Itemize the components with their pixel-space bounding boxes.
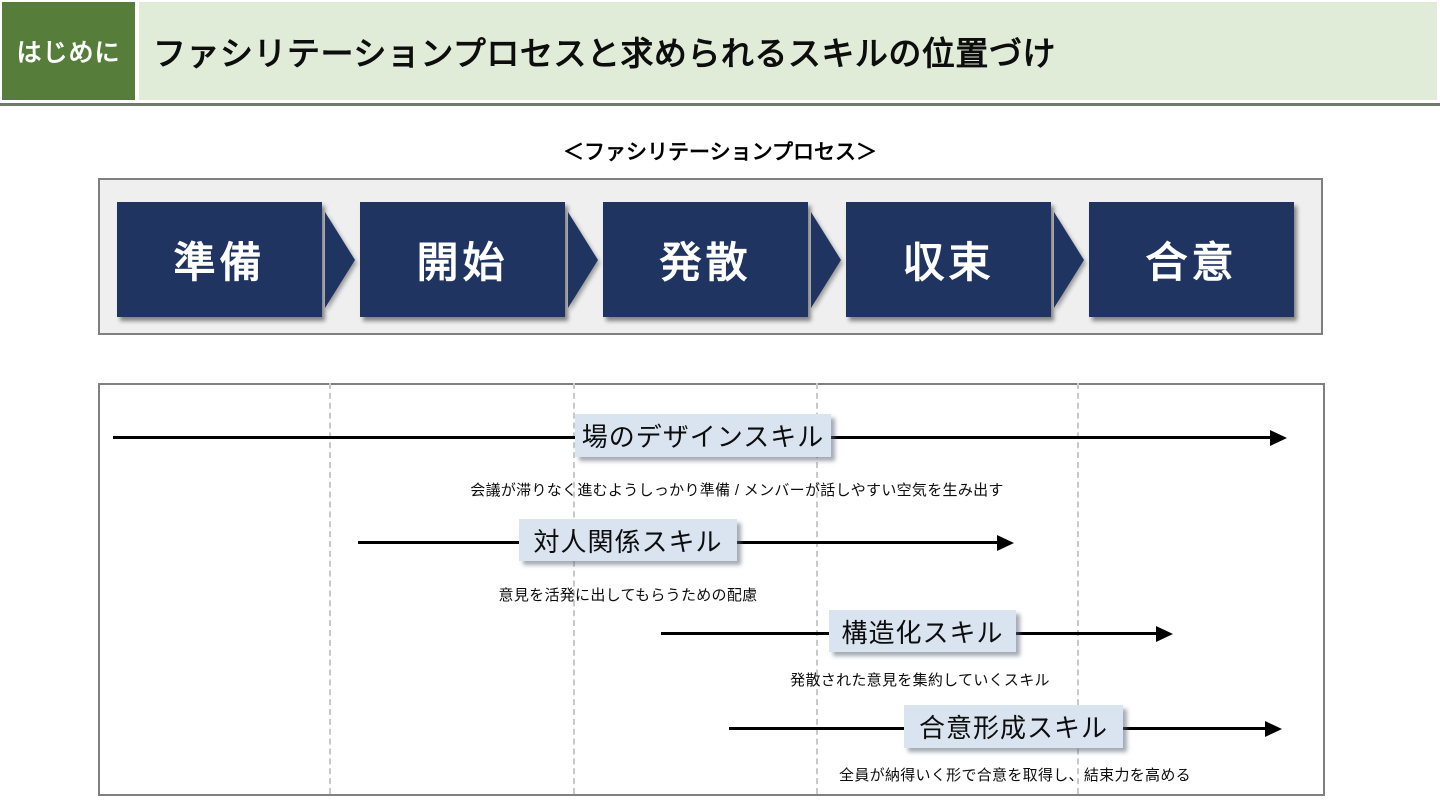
stage-divider-line [1077,383,1079,794]
process-step-hassan: 発散 [603,202,808,317]
skill-label-taijin-kankei: 対人関係スキル [519,519,737,561]
chevron-right-icon [811,212,841,308]
process-step-label: 開始 [416,239,509,286]
arrow-right-icon [1270,430,1287,446]
arrow-right-icon [1265,721,1282,737]
arrow-right-icon [1156,626,1173,642]
skill-description: 発散された意見を集約していくスキル [790,672,1050,689]
process-step-label: 発散 [659,239,752,286]
chevron-right-icon [568,212,598,308]
skill-label-kozoka: 構造化スキル [829,610,1016,652]
section-tab: はじめに [2,2,135,100]
process-step-label: 合意 [1145,239,1238,286]
skill-label-ba-design: 場のデザインスキル [575,414,831,457]
skill-label-goi-keisei: 合意形成スキル [904,705,1123,748]
skill-description: 会議が滞りなく進むようしっかり準備 / メンバーが話しやすい空気を生み出す [470,482,1004,499]
stage-divider-line [329,383,331,794]
arrow-right-icon [997,535,1014,551]
process-step-shusoku: 収束 [846,202,1051,317]
skill-label-text: 合意形成スキル [918,713,1108,743]
process-step-label: 準備 [173,239,266,286]
stage-divider-line [816,383,818,794]
process-step-junbi: 準備 [117,202,322,317]
process-step-goi: 合意 [1089,202,1294,317]
skill-description: 意見を活発に出してもらうための配慮 [498,587,758,604]
process-step-label: 収束 [902,239,995,286]
process-step-kaishi: 開始 [360,202,565,317]
slide-header: はじめに ファシリテーションプロセスと求められるスキルの位置づけ [0,0,1440,106]
stage-divider-line [573,383,575,794]
section-tab-label: はじめに [16,39,121,67]
skill-label-text: 構造化スキル [841,617,1004,648]
skill-label-text: 場のデザインスキル [581,422,825,452]
skill-label-text: 対人関係スキル [533,526,723,557]
process-caption: ＜ファシリテーションプロセス＞ [563,141,877,164]
chevron-right-icon [1054,212,1084,308]
chevron-right-icon [325,212,355,308]
header-band: ファシリテーションプロセスと求められるスキルの位置づけ [139,2,1437,100]
skill-description: 全員が納得いく形で合意を取得し、結束力を高める [839,767,1191,784]
page-title: ファシリテーションプロセスと求められるスキルの位置づけ [153,35,1056,72]
